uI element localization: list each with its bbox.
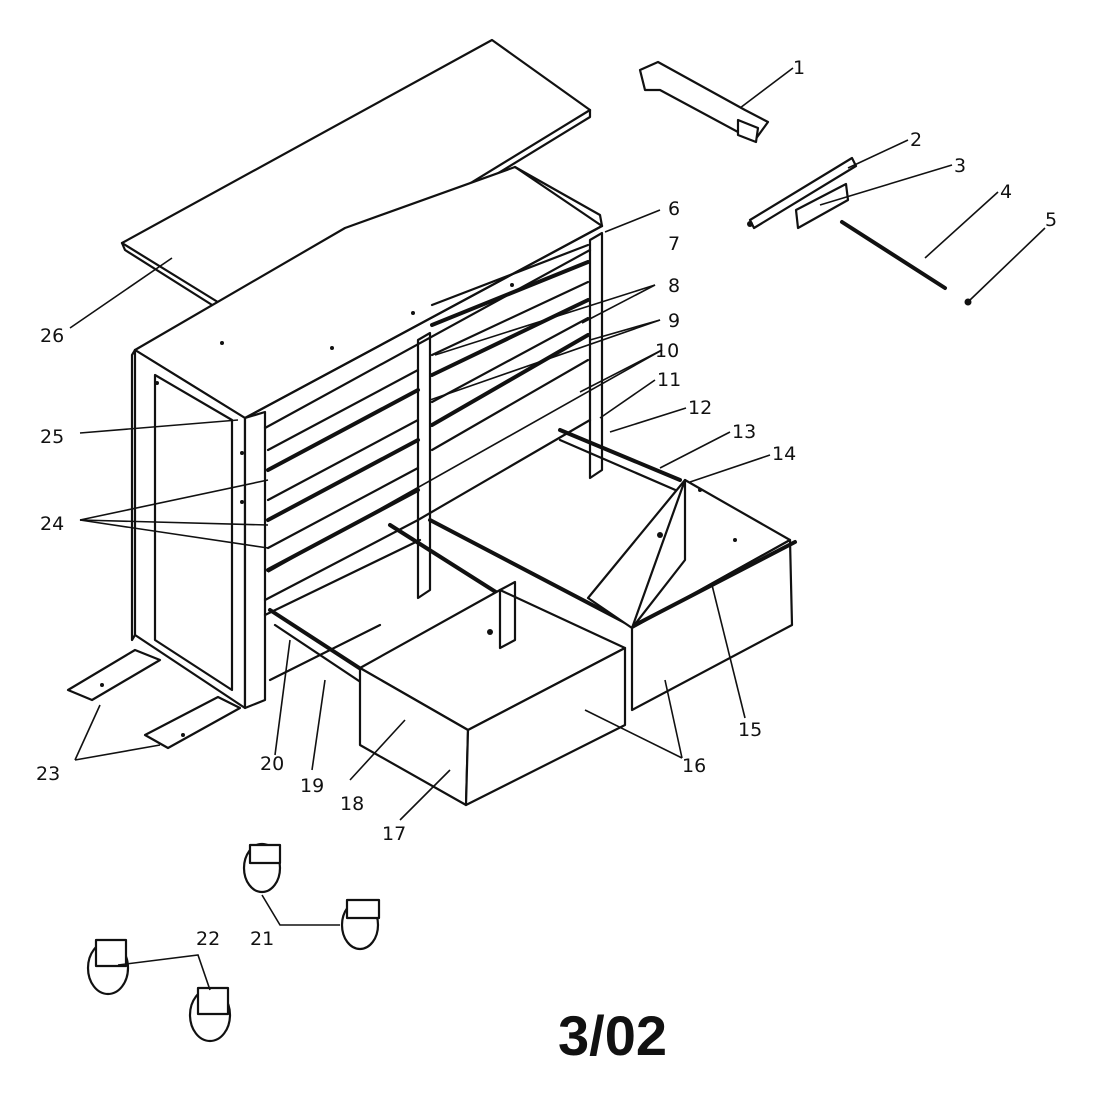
callout-2: 2 [910, 129, 922, 151]
rail-and-label-holder [747, 156, 858, 230]
callout-10: 10 [655, 340, 679, 362]
callout-24: 24 [40, 513, 64, 535]
callout-19: 19 [300, 775, 324, 797]
callout-11: 11 [657, 369, 681, 391]
callout-26: 26 [40, 325, 64, 347]
swivel-casters [242, 842, 381, 951]
upper-drawers-right [430, 243, 590, 452]
upper-drawers-left [266, 368, 420, 572]
callout-13: 13 [732, 421, 756, 443]
mounting-brackets [66, 648, 242, 750]
callout-8: 8 [668, 275, 680, 297]
callout-9: 9 [668, 310, 680, 332]
callout-4: 4 [1000, 181, 1012, 203]
callout-16: 16 [682, 755, 706, 777]
callout-23: 23 [36, 763, 60, 785]
callout-20: 20 [260, 753, 284, 775]
callout-6: 6 [668, 198, 680, 220]
callout-7: 7 [668, 233, 680, 255]
callout-1: 1 [793, 57, 805, 79]
cabinet-body [130, 165, 604, 710]
callout-22: 22 [196, 928, 220, 950]
callout-17: 17 [382, 823, 406, 845]
rod-and-screw [840, 220, 972, 306]
callout-12: 12 [688, 397, 712, 419]
callout-labels: 1 2 3 4 5 6 7 8 9 10 11 12 13 14 15 16 1… [36, 57, 1057, 950]
handle-part [638, 60, 770, 144]
callout-14: 14 [772, 443, 796, 465]
callout-21: 21 [250, 928, 274, 950]
callout-15: 15 [738, 719, 762, 741]
lower-drawer-left [358, 580, 627, 807]
callout-5: 5 [1045, 209, 1057, 231]
rigid-casters [86, 938, 232, 1043]
callout-25: 25 [40, 426, 64, 448]
leader-lines [69, 67, 1046, 991]
lower-drawer-right [586, 478, 797, 712]
callout-3: 3 [954, 155, 966, 177]
date-code: 3/02 [558, 1004, 667, 1067]
callout-18: 18 [340, 793, 364, 815]
